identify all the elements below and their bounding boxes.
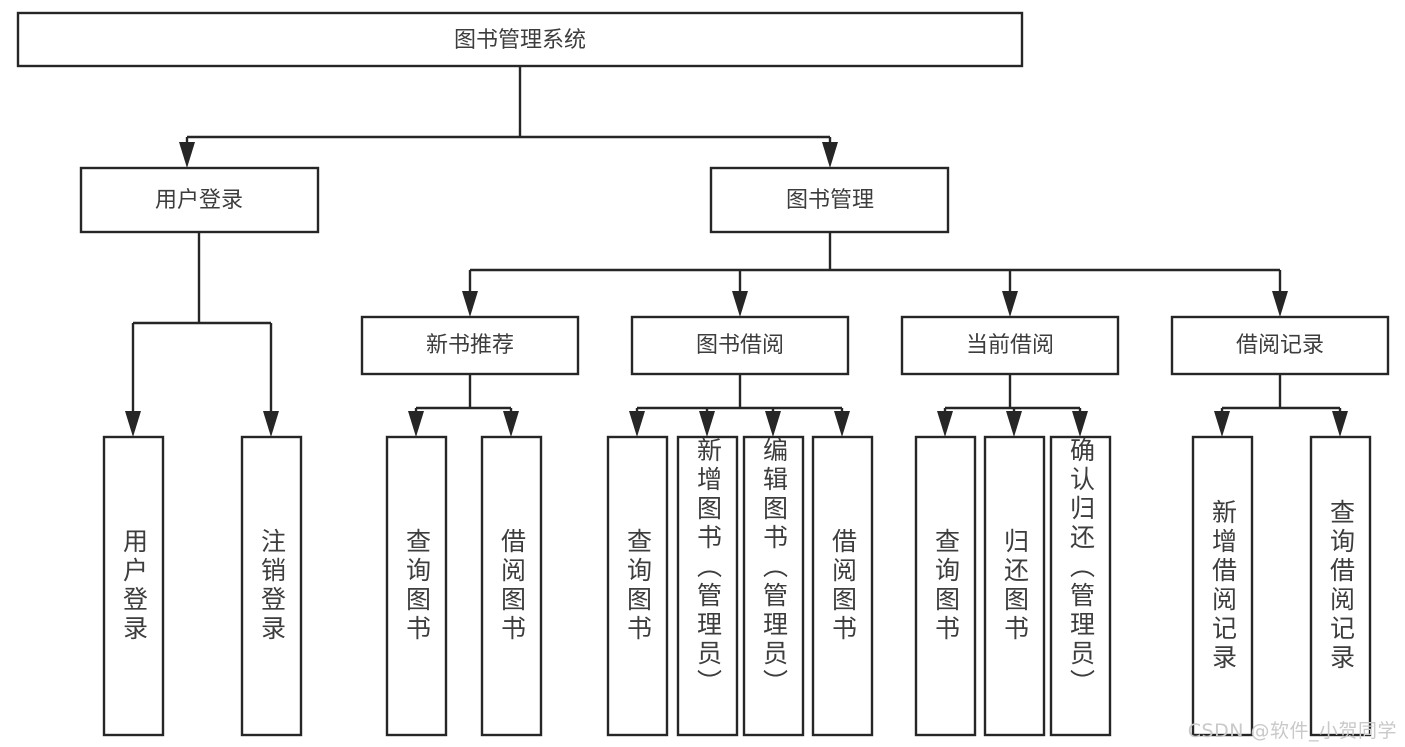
- arrow-head-borrow-record: [1272, 291, 1288, 317]
- node-label-user-login: 用户登录: [155, 188, 243, 213]
- node-box-leaf-add-record[interactable]: [1191, 435, 1254, 737]
- node-label-new-book-recommend: 新书推荐: [426, 333, 514, 358]
- arrow-head-book-management: [822, 142, 838, 168]
- node-box-book-borrow[interactable]: [630, 315, 850, 376]
- connector-group-user-login: [125, 232, 279, 437]
- node-box-book-management[interactable]: [709, 166, 950, 234]
- arrow-head-leaf-logout: [263, 411, 279, 437]
- node-box-user-login[interactable]: [79, 166, 320, 234]
- arrow-head-leaf-confirm-return: [1072, 411, 1088, 437]
- connector-group-current-borrow: [937, 374, 1088, 437]
- arrow-head-new-book-recommend: [462, 291, 478, 317]
- arrow-head-leaf-query-record: [1332, 411, 1348, 437]
- watermark-text: CSDN @软件_小贺同学: [1187, 720, 1397, 742]
- node-box-leaf-edit-book[interactable]: [742, 435, 805, 737]
- arrow-head-leaf-query-book-recommend: [408, 411, 424, 437]
- node-box-borrow-record[interactable]: [1170, 315, 1390, 376]
- arrow-head-leaf-user-login: [125, 411, 141, 437]
- connector-group-borrow-record: [1214, 374, 1348, 437]
- node-box-current-borrow[interactable]: [900, 315, 1120, 376]
- connector-group-book-borrow: [629, 374, 850, 437]
- node-box-leaf-query-book-current[interactable]: [914, 435, 977, 737]
- node-box-leaf-borrow-book[interactable]: [811, 435, 874, 737]
- node-box-leaf-return-book[interactable]: [983, 435, 1046, 737]
- node-box-leaf-borrow-book-recommend[interactable]: [480, 435, 543, 737]
- node-box-leaf-query-book-borrow[interactable]: [606, 435, 669, 737]
- arrow-head-leaf-query-book-current: [937, 411, 953, 437]
- arrow-head-book-borrow: [732, 291, 748, 317]
- node-label-current-borrow: 当前借阅: [966, 333, 1054, 358]
- node-box-leaf-query-book-recommend[interactable]: [385, 435, 448, 737]
- arrow-head-leaf-query-book-borrow: [629, 411, 645, 437]
- node-label-borrow-record: 借阅记录: [1236, 333, 1324, 358]
- arrow-head-leaf-borrow-book-recommend: [503, 411, 519, 437]
- arrow-head-current-borrow: [1002, 291, 1018, 317]
- node-box-new-book-recommend[interactable]: [360, 315, 580, 376]
- arrow-head-leaf-return-book: [1006, 411, 1022, 437]
- node-box-leaf-confirm-return[interactable]: [1049, 435, 1112, 737]
- node-label-book-borrow: 图书借阅: [696, 333, 784, 358]
- connector-group-root: [179, 66, 838, 168]
- node-box-leaf-add-book[interactable]: [676, 435, 739, 737]
- arrow-head-leaf-add-book: [699, 411, 715, 437]
- connector-group-book-management: [462, 232, 1288, 317]
- node-box-leaf-user-login[interactable]: [102, 435, 165, 737]
- node-box-leaf-query-record[interactable]: [1309, 435, 1372, 737]
- arrow-head-leaf-add-record: [1214, 411, 1230, 437]
- node-box-root[interactable]: [16, 11, 1024, 68]
- node-label-book-management: 图书管理: [786, 188, 874, 213]
- arrow-head-leaf-edit-book: [765, 411, 781, 437]
- node-label-root: 图书管理系统: [454, 28, 586, 53]
- node-box-leaf-logout[interactable]: [240, 435, 303, 737]
- arrow-head-user-login: [179, 142, 195, 168]
- arrow-head-leaf-borrow-book: [834, 411, 850, 437]
- connector-group-new-book-recommend: [408, 374, 519, 437]
